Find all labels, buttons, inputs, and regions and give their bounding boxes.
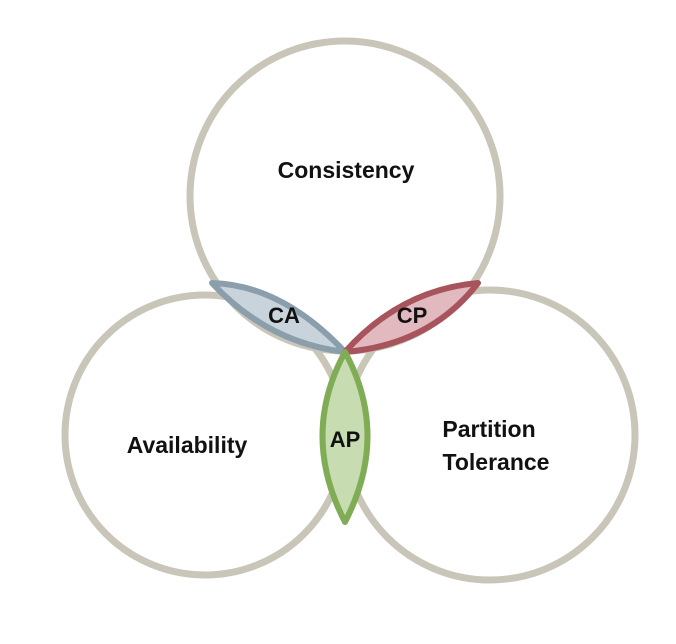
cp-label: CP	[397, 303, 428, 328]
availability-label: Availability	[127, 432, 248, 458]
ca-label: CA	[268, 303, 300, 328]
consistency-label: Consistency	[278, 157, 415, 183]
partition-tolerance-label-line1: Partition	[442, 416, 535, 442]
partition-tolerance-label-line2: Tolerance	[443, 449, 550, 475]
ap-intersection	[319, 349, 371, 525]
ap-label: AP	[330, 427, 361, 452]
